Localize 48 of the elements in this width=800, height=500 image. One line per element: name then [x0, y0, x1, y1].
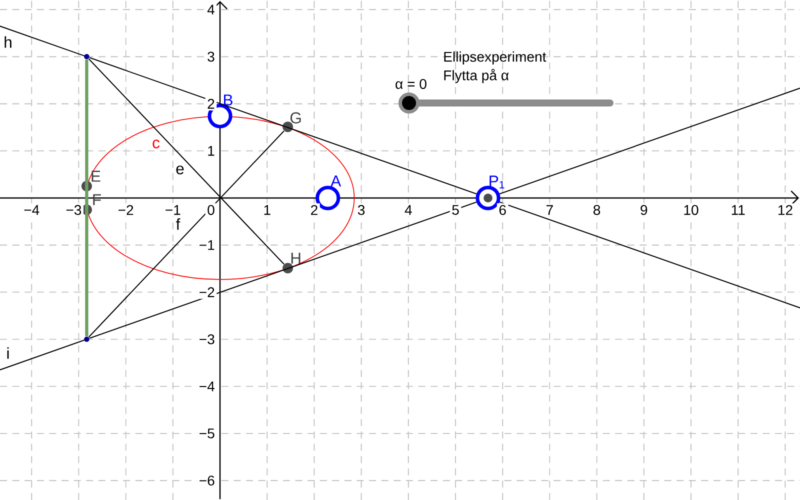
tick-label: 12 [776, 203, 795, 217]
point-label: B [224, 94, 232, 106]
tick-label: −5 [197, 426, 217, 440]
tick-label: −2 [116, 203, 136, 217]
point-label: P$_{1}$ [490, 176, 504, 188]
tick-label: 0 [205, 203, 217, 217]
tick-label: −3 [64, 203, 84, 217]
line-label: h [4, 36, 12, 48]
tick-label: 9 [638, 203, 650, 217]
tick-label: −4 [22, 203, 42, 217]
line-label: f [176, 218, 180, 230]
tick-label: −6 [197, 474, 217, 488]
point-label: H [291, 252, 300, 264]
tick-label: 11 [729, 203, 748, 217]
tick-label: 1 [261, 203, 273, 217]
tick-label: 6 [496, 203, 508, 217]
tick-label: 10 [681, 203, 701, 217]
tick-label: 5 [450, 203, 462, 217]
tick-label: 2 [205, 97, 217, 110]
point-label: A [330, 176, 342, 186]
slider-label: α = 0 [396, 79, 426, 89]
tick-label: 8 [591, 203, 602, 217]
point-label: G [290, 112, 301, 124]
tick-label: −1 [163, 203, 183, 217]
line-segment [89, 57, 477, 194]
line-segment [88, 58, 284, 264]
line-segment [88, 130, 284, 338]
tick-label: 7 [544, 203, 556, 217]
title: Ellipsexperiment [444, 51, 546, 65]
tick-label: 4 [402, 203, 414, 217]
tick-label: 3 [205, 50, 217, 64]
line-segment [85, 60, 88, 336]
instruction: Flytta på α [444, 68, 509, 84]
point-label: E [92, 170, 100, 182]
point [84, 336, 90, 342]
tick-label: 2 [308, 203, 320, 217]
line-label: e [176, 166, 184, 174]
tick-label: −4 [197, 380, 217, 393]
tick-label: 1 [205, 144, 217, 158]
tick-label: 3 [356, 203, 367, 217]
line-label: c [152, 140, 160, 148]
tick-label: −1 [197, 238, 217, 252]
point [84, 54, 90, 60]
line-label: i [7, 347, 9, 359]
tick-label: 4 [205, 3, 217, 16]
tick-label: −3 [197, 332, 217, 346]
tick-label: −2 [197, 286, 217, 299]
line-segment [89, 202, 477, 339]
